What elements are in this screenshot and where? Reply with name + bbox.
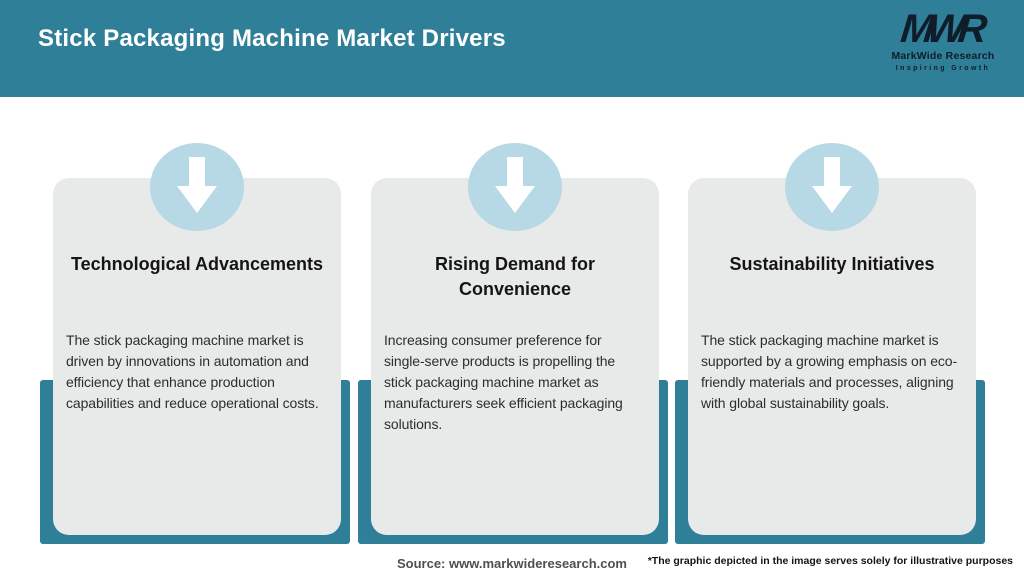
card-body: Increasing consumer preference for singl… — [384, 332, 623, 432]
brand-name: MarkWide Research — [891, 50, 995, 63]
disclaimer-text: *The graphic depicted in the image serve… — [647, 555, 1013, 567]
driver-card: Sustainability Initiatives The stick pac… — [688, 178, 976, 535]
card-body: The stick packaging machine market is su… — [701, 332, 958, 411]
card-title: Technological Advancements — [70, 254, 324, 274]
card-title: Rising Demand for Convenience — [434, 254, 595, 299]
down-arrow-icon — [785, 143, 879, 231]
driver-card: Rising Demand for Convenience Increasing… — [371, 178, 659, 535]
driver-card-technological-advancements: Technological Advancements The stick pac… — [40, 143, 350, 553]
brand-logo: MWR MarkWide Research Inspiring Growth — [884, 7, 1002, 72]
down-arrow-icon — [150, 143, 244, 231]
card-body: The stick packaging machine market is dr… — [66, 332, 319, 411]
driver-card-sustainability-initiatives: Sustainability Initiatives The stick pac… — [675, 143, 985, 553]
card-title: Sustainability Initiatives — [729, 254, 935, 274]
source-text: Source: www.markwideresearch.com — [396, 556, 627, 571]
mwr-monogram-icon: MWR — [898, 7, 982, 52]
brand-tagline: Inspiring Growth — [895, 64, 991, 72]
driver-card: Technological Advancements The stick pac… — [53, 178, 341, 535]
header: Stick Packaging Machine Market Drivers M… — [0, 0, 1024, 97]
page-title: Stick Packaging Machine Market Drivers — [38, 24, 506, 52]
down-arrow-icon — [468, 143, 562, 231]
driver-card-rising-demand-for-convenience: Rising Demand for Convenience Increasing… — [358, 143, 668, 553]
